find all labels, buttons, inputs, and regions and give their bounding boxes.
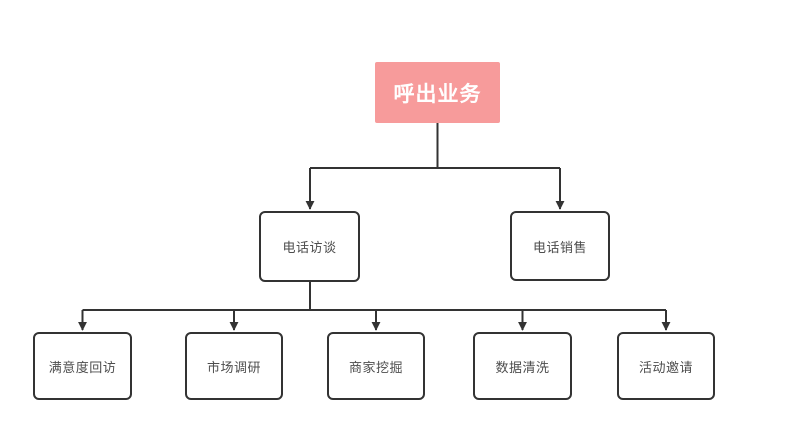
node-phone-sales[interactable]: 电话销售 — [510, 211, 610, 281]
node-event-invitation[interactable]: 活动邀请 — [617, 332, 715, 400]
node-data-cleaning[interactable]: 数据清洗 — [473, 332, 572, 400]
node-satisfaction-callback[interactable]: 满意度回访 — [33, 332, 132, 400]
node-outbound-business[interactable]: 呼出业务 — [375, 62, 500, 123]
node-merchant-mining[interactable]: 商家挖掘 — [327, 332, 425, 400]
node-market-research[interactable]: 市场调研 — [185, 332, 283, 400]
node-phone-interview[interactable]: 电话访谈 — [259, 211, 360, 282]
edge-bus-root — [310, 123, 560, 169]
edge-bus-phone-interview — [82, 282, 666, 311]
